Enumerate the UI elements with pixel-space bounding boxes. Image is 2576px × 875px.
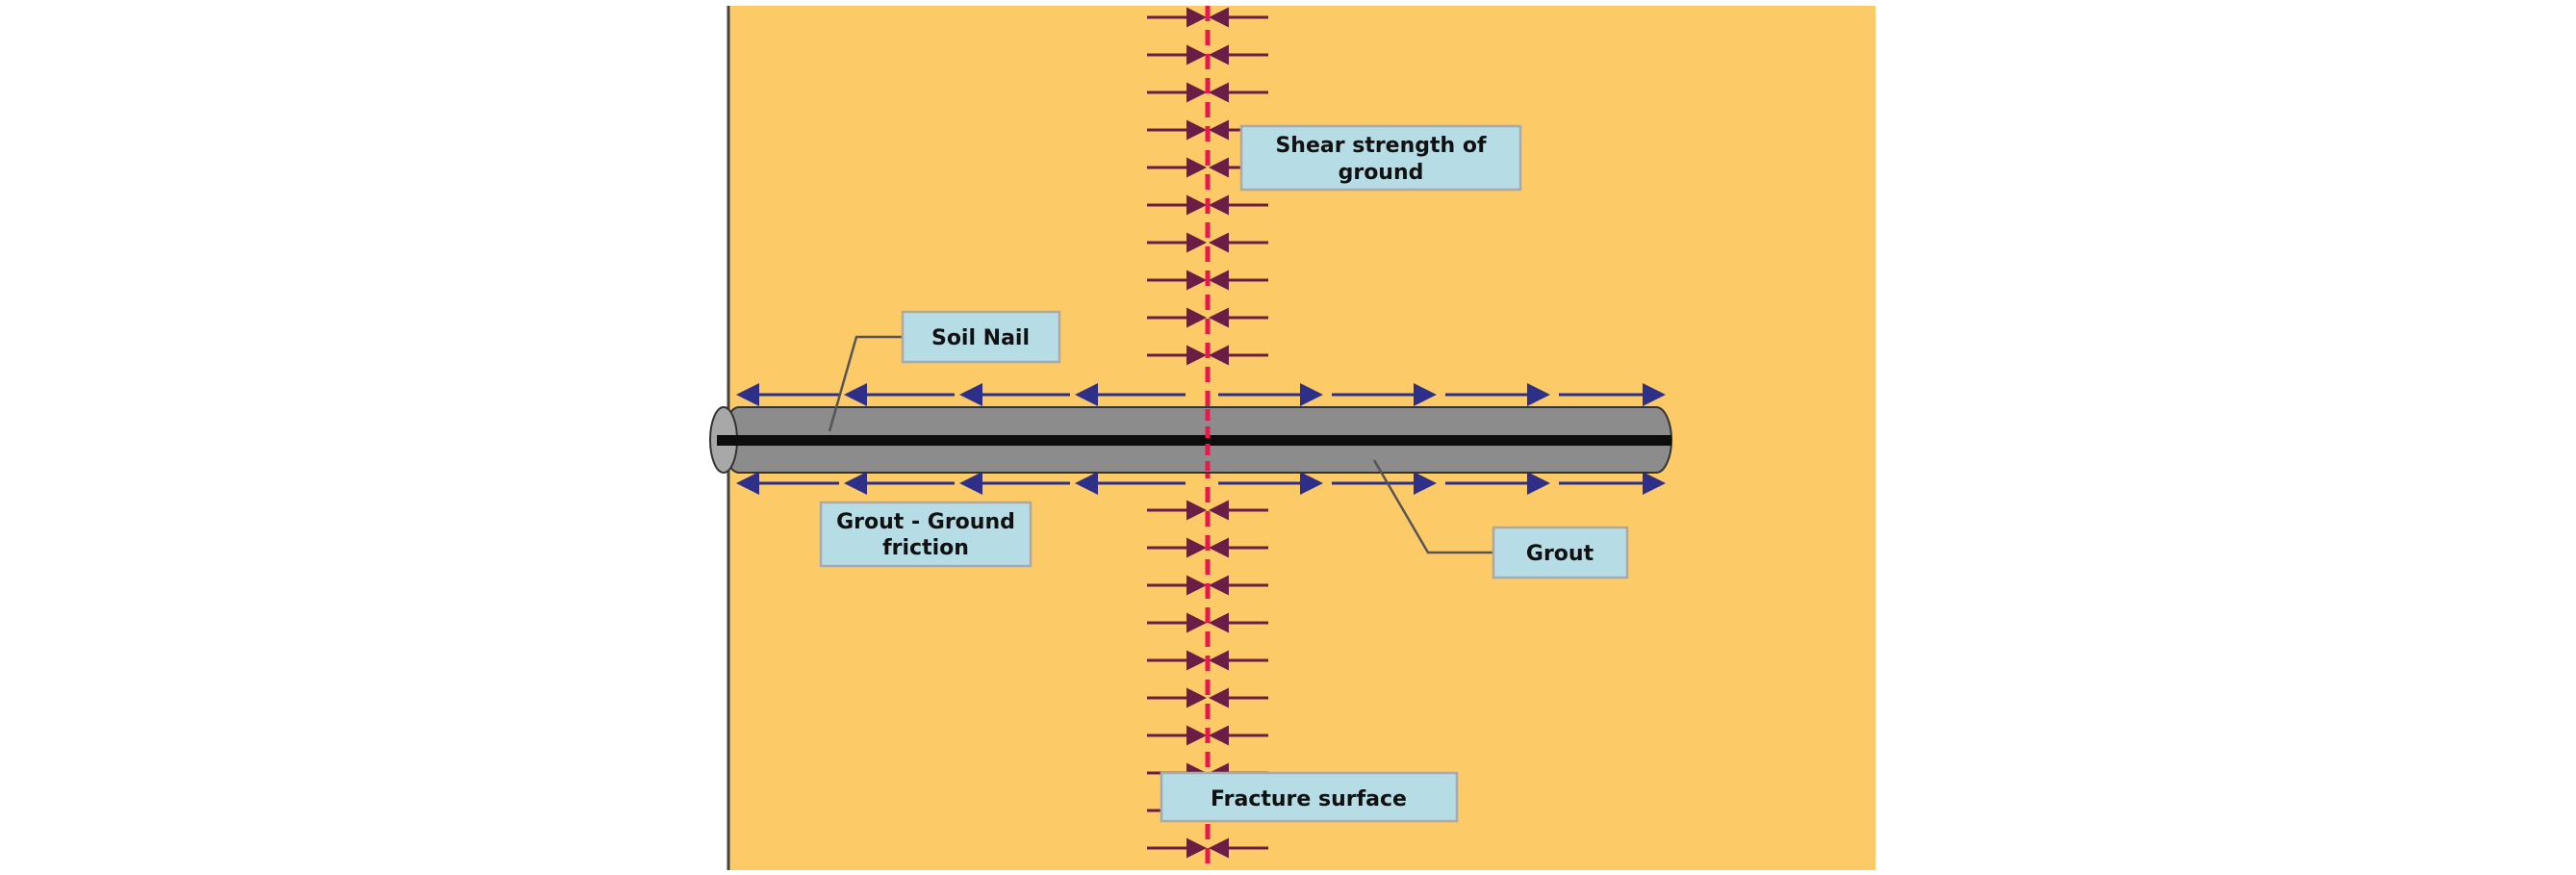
soil-nail-label-box xyxy=(901,310,1061,364)
grout-leader xyxy=(1372,459,1493,554)
shear-strength-label-line1: Shear strength of xyxy=(1275,134,1487,158)
soil-nail-leader xyxy=(828,335,903,432)
grout-label: Grout xyxy=(1492,526,1629,579)
grout-friction-label-line2: friction xyxy=(882,536,969,560)
grout-label-text: Grout xyxy=(1526,542,1594,566)
shear-strength-label: Shear strength of ground xyxy=(1239,124,1522,192)
fracture-surface-label-text: Fracture surface xyxy=(1211,787,1407,811)
soil-nail-label: Soil Nail xyxy=(901,310,1061,364)
fracture-surface-label-box xyxy=(1160,771,1459,823)
grout-friction-label-line1: Grout - Ground xyxy=(836,510,1015,534)
grout-friction-label: Grout - Ground friction xyxy=(819,501,1033,568)
grout-friction-label-box xyxy=(819,501,1033,568)
grout-label-box xyxy=(1492,526,1629,579)
shear-strength-label-box xyxy=(1239,124,1522,192)
grout-ground-friction-arrows xyxy=(736,383,1666,495)
soil-nail-label-text: Soil Nail xyxy=(931,326,1030,350)
soil-nail-bar xyxy=(717,435,1671,446)
shear-strength-label-line2: ground xyxy=(1339,161,1424,185)
soil-nail-assembly xyxy=(709,406,1672,474)
fracture-surface-label: Fracture surface xyxy=(1160,771,1459,823)
